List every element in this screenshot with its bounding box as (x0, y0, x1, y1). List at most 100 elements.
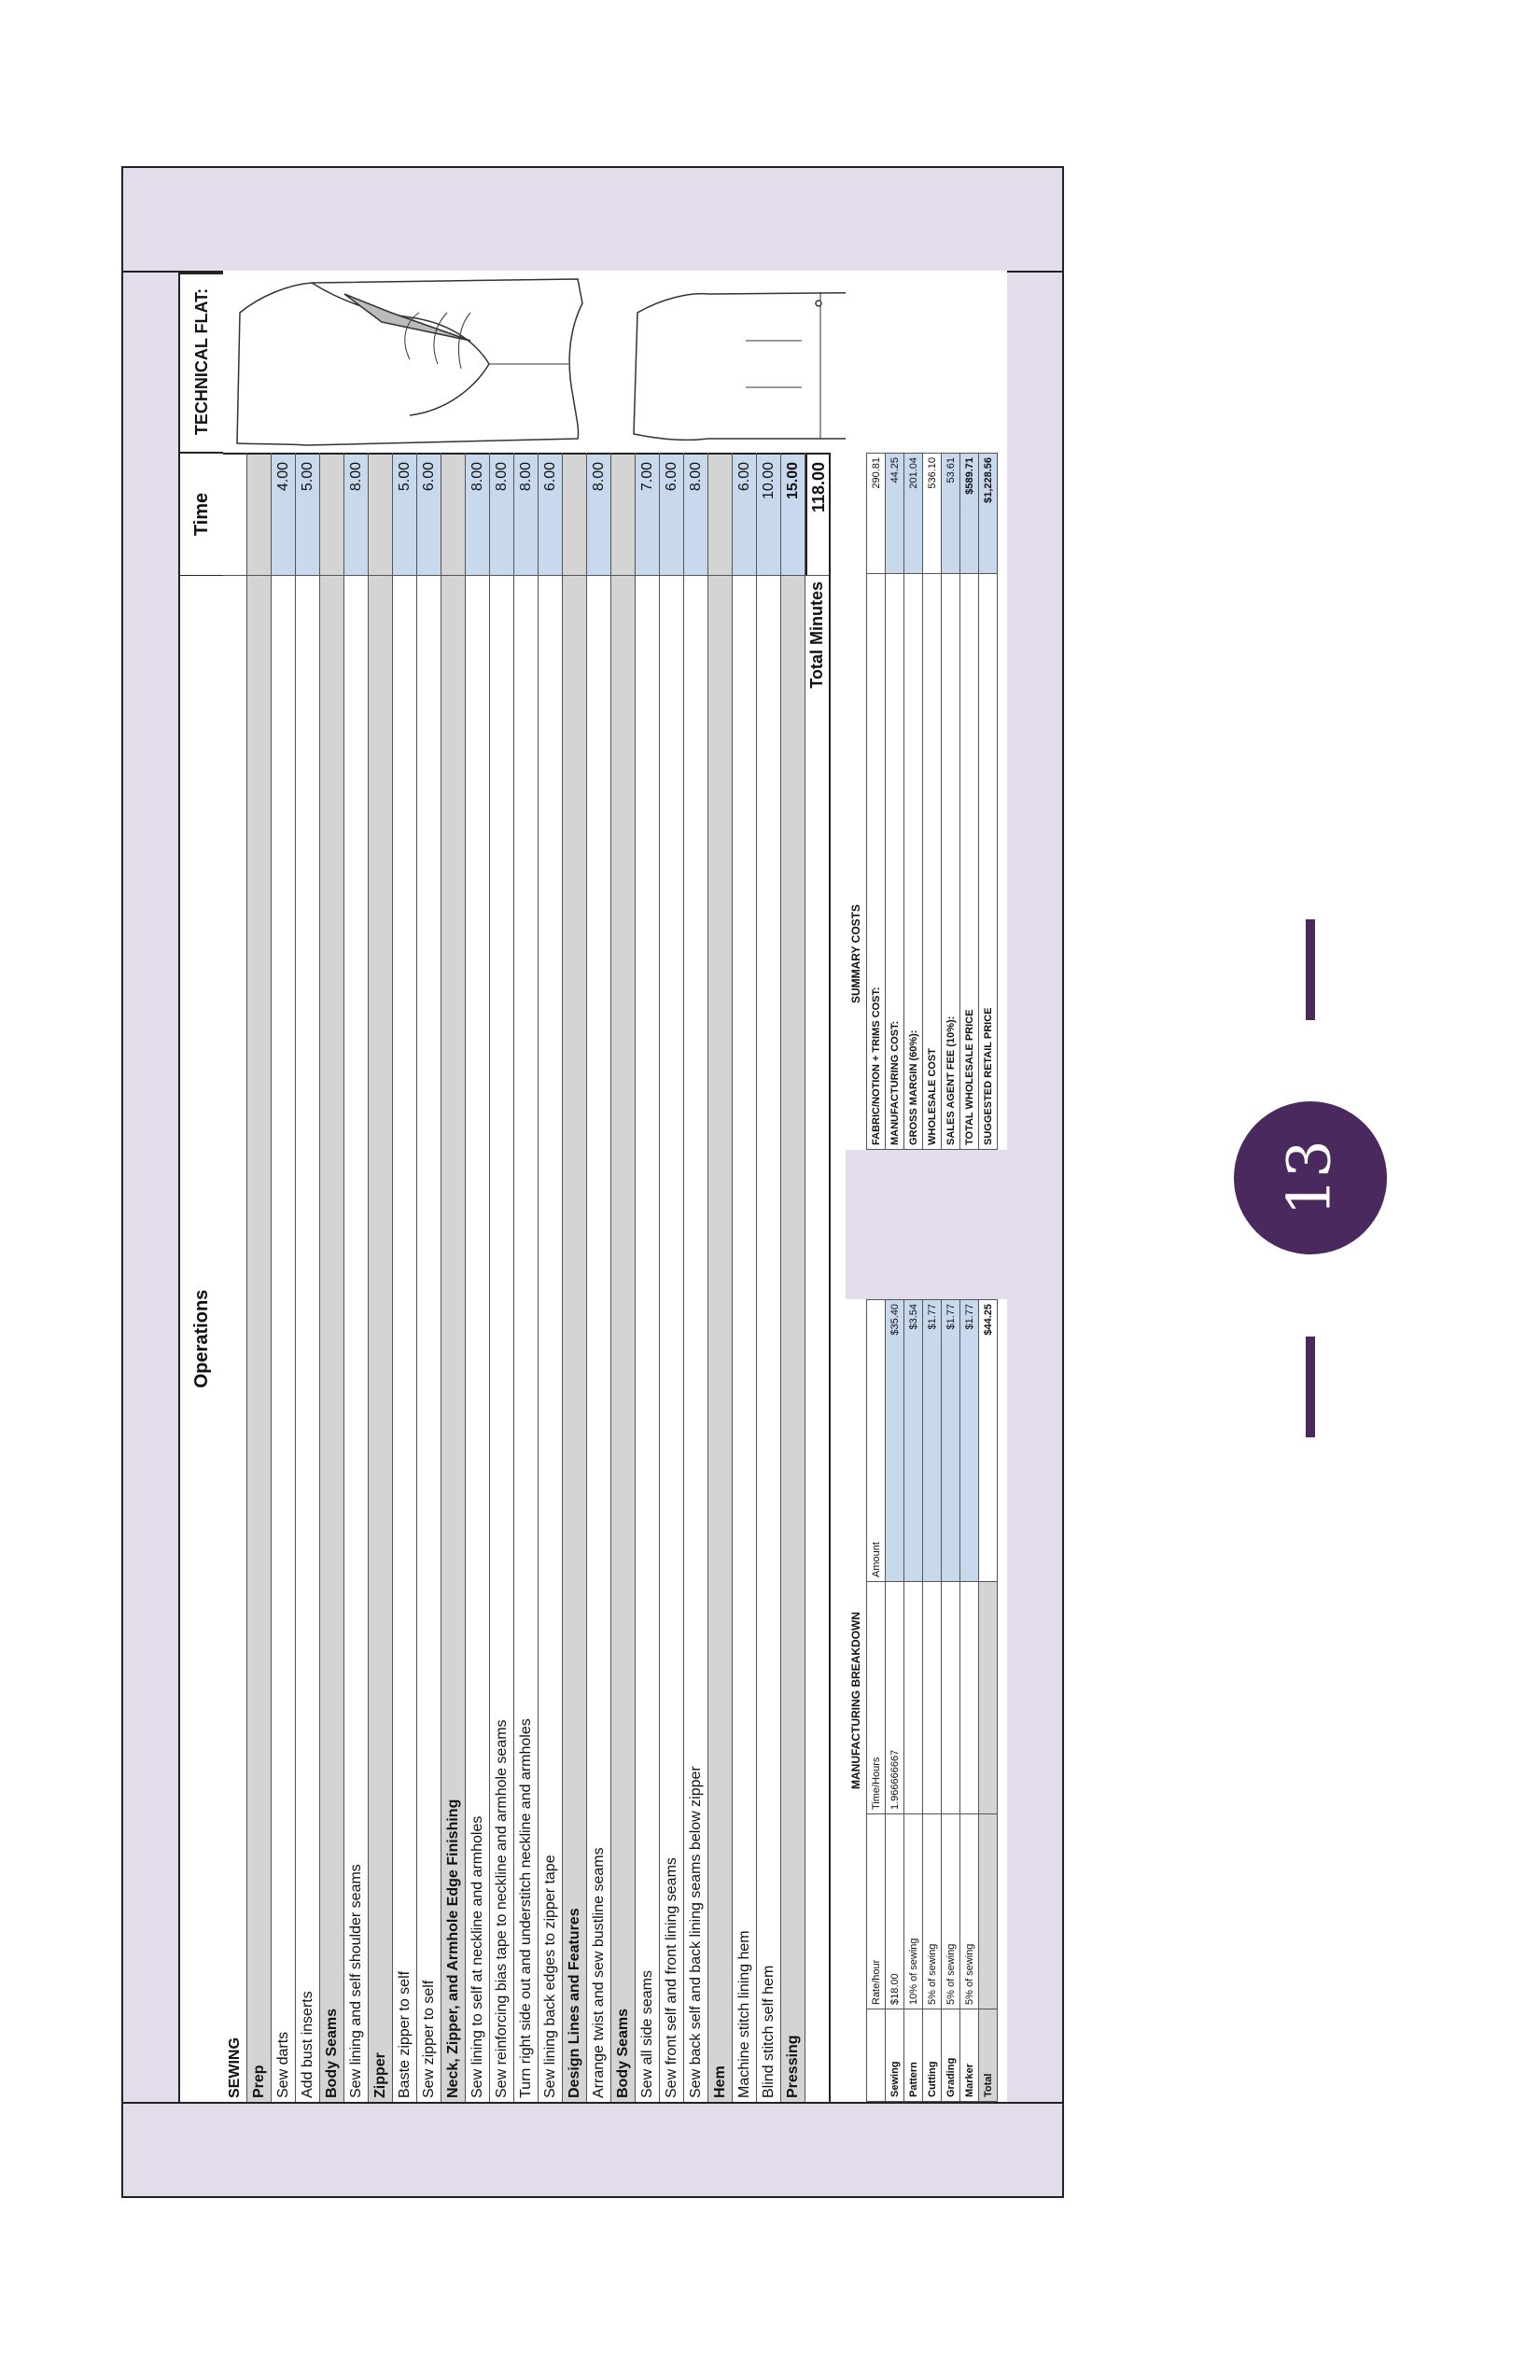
table-row: GROSS MARGIN (60%):201.04 (903, 453, 923, 1150)
table-row: TOTAL WHOLESALE PRICE$589.71 (959, 453, 979, 1150)
operation-time (320, 453, 343, 576)
operation-time (223, 453, 246, 576)
operation-label: Sew back self and back lining seams belo… (688, 1766, 704, 2098)
table-cell: Marker (959, 2009, 979, 2102)
table-row: MANUFACTURING COST:44.25 (885, 453, 904, 1150)
operation-section-row: Body Seams (320, 453, 344, 2102)
operation-time: 6.00 (539, 453, 562, 576)
table-row: Total$44.25 (978, 1299, 998, 2102)
operation-time: 7.00 (636, 453, 659, 576)
operation-label: Body Seams (615, 2008, 631, 2098)
operation-section-row: Neck, Zipper, and Armhole Edge Finishing (441, 453, 466, 2102)
operation-row: Sew lining and self shoulder seams 8.00 (344, 453, 369, 2102)
table-cell: 1.966666667 (885, 1581, 904, 1814)
table-cell (922, 1581, 942, 1814)
cost-tables: MANUFACTURING BREAKDOWN Rate/hour Time/H… (846, 271, 1007, 2102)
operation-label: Arrange twist and sew bustline seams (591, 1847, 607, 2098)
operation-time: 8.00 (684, 453, 707, 576)
table-spacer (846, 1148, 1007, 1299)
operation-label: SEWING (227, 2037, 243, 2098)
summary-value: 44.25 (885, 453, 904, 574)
operation-row: Sew zipper to self 6.00 (417, 453, 441, 2102)
operation-time (563, 453, 586, 576)
summary-label: WHOLESALE COST (922, 573, 942, 1150)
total-minutes-value: 118.00 (805, 453, 829, 576)
table-cell: Grading (941, 2009, 960, 2102)
table-cell: 5% of sewing (922, 1813, 942, 2009)
operation-row: Sew reinforcing bias tape to neckline an… (490, 453, 514, 2102)
table-cell (866, 2009, 886, 2102)
operation-time: 10.00 (757, 453, 780, 576)
table-cell: $1.77 (922, 1299, 942, 1582)
page-divider-bottom (1306, 1337, 1315, 1437)
operation-label: Prep (251, 2065, 267, 2098)
summary-value: 536.10 (922, 453, 942, 574)
operation-time: 6.00 (660, 453, 683, 576)
operation-section-row: Design Lines and Features (563, 453, 587, 2102)
table-cell: Pattern (903, 2009, 923, 2102)
summary-value: $589.71 (959, 453, 979, 574)
table-cell: Amount (866, 1299, 886, 1582)
summary-label: MANUFACTURING COST: (885, 573, 904, 1150)
operation-label: Neck, Zipper, and Armhole Edge Finishing (445, 1799, 461, 2098)
operation-section-row: Body Seams (611, 453, 636, 2102)
table-cell: $3.54 (903, 1299, 923, 1582)
operation-label: Body Seams (324, 2008, 340, 2098)
operation-time: 15.00 (781, 453, 805, 576)
operation-time: 8.00 (514, 453, 538, 576)
summary-value: 201.04 (903, 453, 923, 574)
operation-section-row: Hem (708, 453, 733, 2102)
operation-label: Sew lining back edges to zipper tape (542, 1855, 558, 2098)
operations-header: Operations (191, 1289, 212, 1389)
page-number-badge: 13 (1234, 1101, 1387, 1254)
operation-label: Sew all side seams (639, 1970, 655, 2098)
table-row: SUGGESTED RETAIL PRICE$1,228.56 (978, 453, 998, 1150)
table-cell (978, 1581, 998, 1814)
table-cell: $18.00 (885, 1813, 904, 2009)
table-cell: Time/Hours (866, 1581, 886, 1814)
operation-label: Add bust inserts (300, 1991, 315, 2098)
operation-time: 8.00 (466, 453, 489, 576)
table-cell (978, 1813, 998, 2009)
summary-label: SUGGESTED RETAIL PRICE (978, 573, 998, 1150)
table-row: FABRIC/NOTION + TRIMS COST:290.81 (866, 453, 886, 1150)
manufacturing-breakdown: MANUFACTURING BREAKDOWN Rate/hour Time/H… (846, 1297, 1007, 2102)
operation-row: Sew back self and back lining seams belo… (684, 453, 708, 2102)
operation-row: Sew lining back edges to zipper tape 6.00 (539, 453, 563, 2102)
operation-label: Design Lines and Features (567, 1908, 582, 2098)
operation-row: Sew all side seams 7.00 (636, 453, 660, 2102)
operation-time (369, 453, 392, 576)
table-cell (959, 1581, 979, 1814)
operation-time (441, 453, 465, 576)
operation-time: 6.00 (417, 453, 441, 576)
summary-label: GROSS MARGIN (60%): (903, 573, 923, 1150)
table-cell (903, 1581, 923, 1814)
operation-label: Zipper (372, 2052, 388, 2098)
summary-title: SUMMARY COSTS (849, 904, 862, 1004)
page-number: 13 (1276, 1140, 1345, 1216)
page-divider-top (1306, 919, 1315, 1020)
table-cell: $44.25 (978, 1299, 998, 1582)
operation-section-row: Zipper (369, 453, 393, 2102)
table-cell: 10% of sewing (903, 1813, 923, 2009)
operation-row: Sew lining to self at neckline and armho… (466, 453, 490, 2102)
operation-label: Baste zipper to self (397, 1970, 413, 2098)
operation-label: Sew zipper to self (421, 1980, 437, 2098)
operation-label: Sew front self and front lining seams (664, 1857, 679, 2098)
operation-time: 8.00 (344, 453, 368, 576)
operation-row: Turn right side out and understitch neck… (514, 453, 539, 2102)
operation-label: Sew lining and self shoulder seams (348, 1864, 364, 2098)
